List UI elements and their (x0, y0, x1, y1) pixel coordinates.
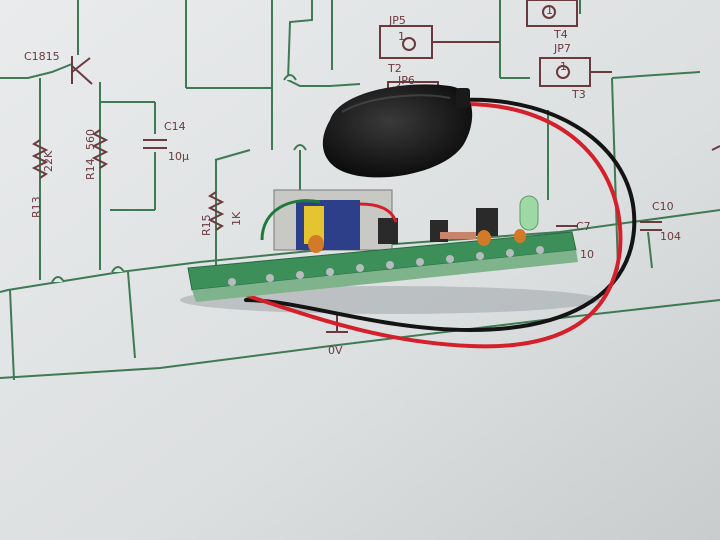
label-c10: C10 (652, 200, 674, 213)
schematic-traces (0, 0, 720, 381)
pcb-board (187, 189, 578, 302)
solder-joints (228, 246, 544, 286)
transistor (378, 218, 398, 244)
capacitor (514, 229, 526, 243)
label-r15: R15 (200, 214, 213, 236)
transistor (476, 208, 498, 236)
label-c14-value: 10μ (168, 150, 189, 163)
black-wire (244, 97, 637, 333)
label-t3: T3 (571, 88, 586, 101)
label-t4: T4 (553, 28, 568, 41)
label-r13: R13 (30, 196, 43, 218)
label-r13-value: 22K (42, 150, 55, 172)
label-c7: C7 (576, 220, 591, 233)
label-top-pin: 1 (546, 4, 553, 17)
capacitor (308, 235, 324, 253)
schematic-labels: C1815 JP5 1 T4 JP7 1 T2 JP6 1 T3 1 R13 2… (24, 4, 681, 357)
red-wire (246, 102, 623, 349)
label-c10-value: 104 (660, 230, 681, 243)
label-r14: R14 (84, 158, 97, 180)
resistor (440, 232, 476, 239)
label-jp6: JP6 (397, 74, 415, 87)
led (519, 195, 539, 231)
label-ground: 0V (328, 344, 343, 357)
label-jp5-pin: 1 (398, 30, 405, 43)
battery-wires (244, 97, 637, 349)
label-c7-value: 10 (580, 248, 594, 261)
label-t2: T2 (387, 62, 402, 75)
trace-crossovers (51, 74, 307, 283)
label-r14-value: 560 (84, 129, 97, 150)
label-jp7-pin: 1 (560, 60, 567, 73)
label-jp5: JP5 (388, 14, 406, 27)
label-jp7: JP7 (553, 42, 571, 55)
label-c1815: C1815 (24, 50, 60, 63)
label-r15-value: 1K (230, 211, 243, 226)
capacitor (477, 230, 491, 246)
label-c14: C14 (164, 120, 186, 133)
battery-snap (322, 84, 473, 178)
